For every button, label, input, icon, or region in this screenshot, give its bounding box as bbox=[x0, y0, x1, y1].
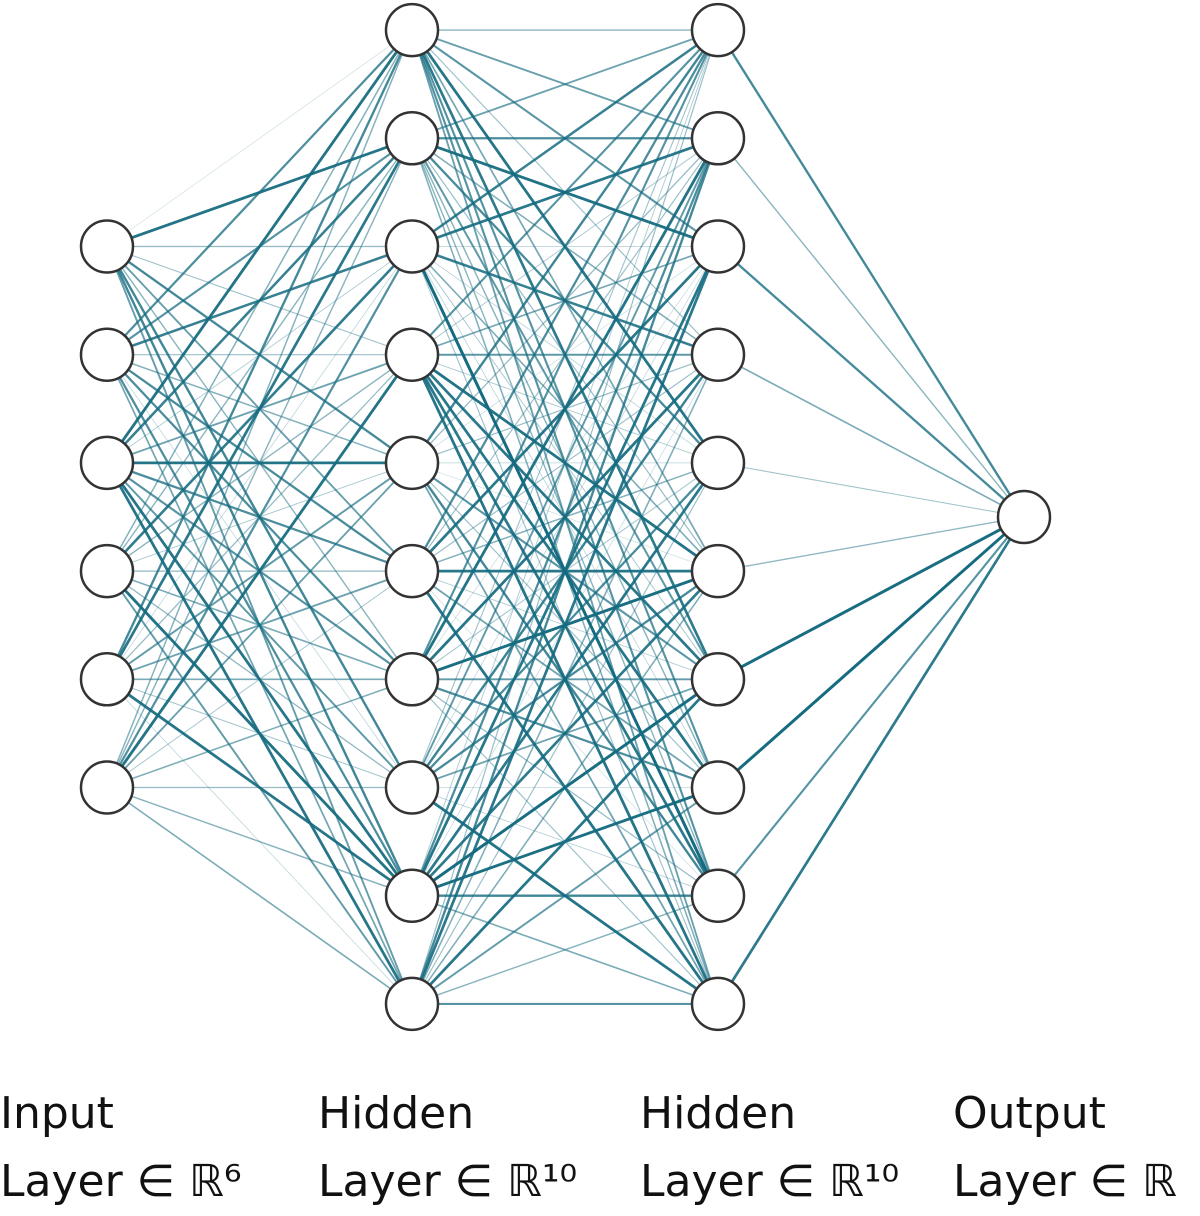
input-layer-label: Input Layer ∈ ℝ⁶ bbox=[0, 1080, 241, 1216]
node-layer2-7 bbox=[690, 760, 746, 815]
edge-l0-5-9 bbox=[106, 786, 413, 1005]
node-layer2-4 bbox=[690, 435, 746, 491]
hidden-layer-2-title: Hidden bbox=[640, 1088, 797, 1139]
edge-l0-5-5 bbox=[106, 570, 413, 788]
edge-l1-8-0 bbox=[411, 29, 719, 896]
edge-l2-2-0 bbox=[717, 245, 1025, 518]
node-layer0-4 bbox=[79, 652, 135, 707]
node-layer0-0 bbox=[79, 219, 135, 274]
output-layer-dimension: Layer ∈ ℝ bbox=[953, 1156, 1177, 1207]
edge-l1-9-3 bbox=[411, 354, 719, 1005]
edge-l2-5-0 bbox=[717, 516, 1025, 572]
node-layer2-6 bbox=[690, 652, 746, 707]
edge-l2-0-0 bbox=[717, 29, 1025, 518]
node-layer1-9 bbox=[384, 976, 440, 1032]
edge-l0-2-0 bbox=[105, 29, 414, 464]
node-layer1-2 bbox=[384, 219, 440, 274]
edge-l2-8-0 bbox=[717, 516, 1025, 897]
edge-l1-5-0 bbox=[411, 29, 719, 572]
edge-l2-1-0 bbox=[717, 137, 1025, 518]
node-layer0-3 bbox=[79, 543, 135, 599]
edge-l1-6-1 bbox=[410, 137, 720, 680]
node-layer1-7 bbox=[384, 760, 440, 815]
edge-l0-3-0 bbox=[106, 29, 413, 572]
edge-l1-3-0 bbox=[411, 29, 719, 356]
hidden-layer-2-label: Hidden Layer ∈ ℝ¹⁰ bbox=[640, 1080, 899, 1216]
node-layer1-4 bbox=[384, 435, 440, 491]
edge-l0-0-0 bbox=[106, 29, 413, 247]
node-layer0-5 bbox=[79, 760, 135, 815]
edge-l1-4-0 bbox=[411, 29, 719, 464]
hidden-layer-1-title: Hidden bbox=[318, 1088, 475, 1139]
neuron-nodes bbox=[79, 2, 1052, 1032]
edge-l0-5-8 bbox=[106, 786, 413, 897]
node-layer1-1 bbox=[384, 111, 440, 166]
edge-l2-4-0 bbox=[717, 462, 1025, 518]
node-layer2-8 bbox=[690, 868, 746, 923]
edge-l2-9-0 bbox=[716, 516, 1026, 1005]
hidden-layer-1-label: Hidden Layer ∈ ℝ¹⁰ bbox=[318, 1080, 577, 1216]
node-layer2-3 bbox=[690, 327, 746, 382]
hidden-layer-2-dimension: Layer ∈ ℝ¹⁰ bbox=[640, 1156, 900, 1207]
edge-l1-6-0 bbox=[411, 29, 719, 680]
edge-l1-7-0 bbox=[411, 29, 719, 788]
output-layer-label: Output Layer ∈ ℝ bbox=[953, 1080, 1177, 1216]
node-layer2-9 bbox=[690, 976, 746, 1032]
node-layer0-2 bbox=[79, 435, 135, 491]
edge-l1-9-1 bbox=[410, 137, 720, 1005]
input-layer-title: Input bbox=[0, 1088, 114, 1139]
edge-l0-4-0 bbox=[105, 29, 414, 680]
edge-l0-5-2 bbox=[106, 245, 413, 789]
node-layer3-0 bbox=[996, 489, 1052, 545]
edge-l1-8-5 bbox=[411, 570, 719, 897]
edge-l1-9-5 bbox=[411, 570, 719, 1005]
node-layer1-0 bbox=[384, 2, 440, 58]
node-layer1-3 bbox=[384, 327, 440, 382]
node-layer1-5 bbox=[384, 543, 440, 599]
edge-l1-9-8 bbox=[411, 895, 719, 1005]
node-layer2-1 bbox=[690, 111, 746, 166]
edge-l0-5-1 bbox=[106, 137, 413, 788]
edge-l0-5-6 bbox=[106, 678, 413, 789]
edge-l1-9-6 bbox=[411, 678, 719, 1005]
edge-l1-9-2 bbox=[410, 245, 720, 1005]
edge-l1-2-0 bbox=[411, 29, 719, 248]
edge-l0-5-4 bbox=[106, 462, 413, 789]
edge-l1-8-1 bbox=[410, 137, 720, 897]
edge-l1-9-7 bbox=[411, 786, 719, 1005]
edge-l1-9-0 bbox=[411, 29, 719, 1005]
edge-l1-9-4 bbox=[411, 462, 719, 1005]
output-layer-title: Output bbox=[953, 1088, 1106, 1139]
hidden-layer-1-dimension: Layer ∈ ℝ¹⁰ bbox=[318, 1156, 578, 1207]
edge-l1-7-1 bbox=[411, 137, 719, 788]
node-layer1-6 bbox=[384, 652, 440, 707]
node-layer1-8 bbox=[384, 868, 440, 923]
node-layer2-0 bbox=[690, 2, 746, 58]
input-layer-dimension: Layer ∈ ℝ⁶ bbox=[0, 1156, 242, 1207]
neural-network-diagram bbox=[79, 2, 1052, 1032]
edge-l2-7-0 bbox=[717, 515, 1025, 789]
edge-l2-3-0 bbox=[717, 353, 1025, 518]
connection-edges bbox=[105, 29, 1026, 1006]
edge-l0-5-3 bbox=[105, 353, 414, 789]
node-layer0-1 bbox=[79, 327, 135, 382]
edge-l0-1-0 bbox=[106, 29, 413, 356]
edge-l2-6-0 bbox=[717, 515, 1025, 681]
node-layer2-5 bbox=[690, 543, 746, 599]
node-layer2-2 bbox=[690, 219, 746, 274]
edge-l1-1-0 bbox=[411, 29, 719, 140]
edge-l0-5-0 bbox=[106, 29, 413, 788]
